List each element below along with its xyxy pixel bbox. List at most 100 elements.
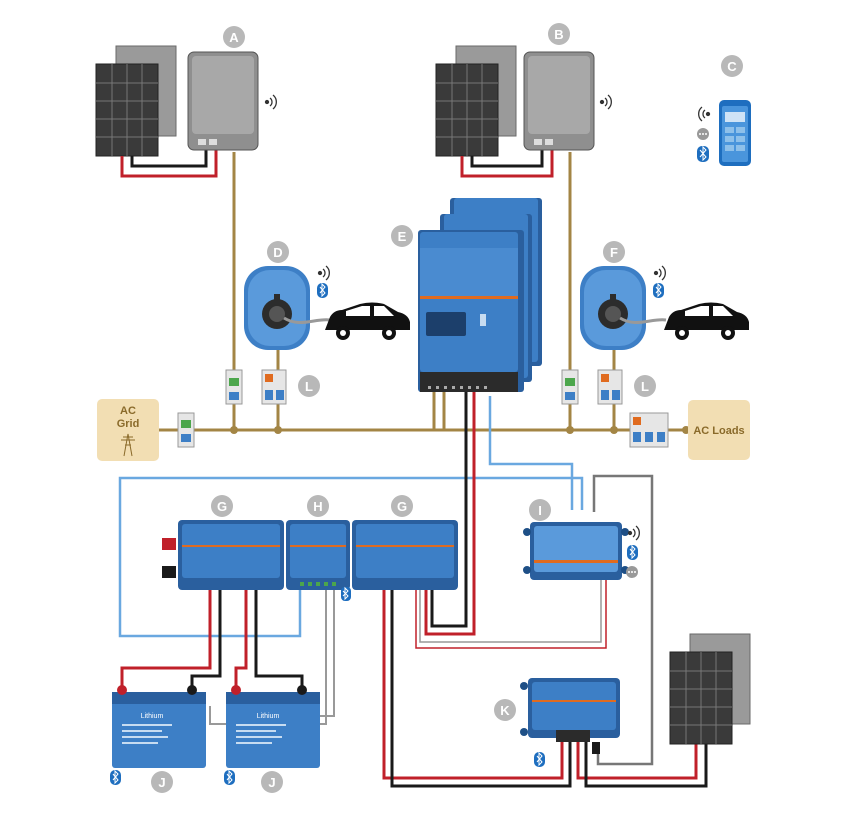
data-cable-grey [592, 474, 654, 766]
car-icon [325, 302, 410, 340]
dc-red-g1-bat [120, 590, 212, 690]
pv-inverter-icon [523, 51, 595, 151]
dc-black-g1-bat2 [254, 590, 304, 690]
ev-cable [619, 316, 667, 324]
pv-black-mppt [584, 742, 708, 788]
car-icon [664, 302, 749, 340]
svg-text:C: C [727, 59, 737, 74]
bluetooth-icon [224, 769, 235, 785]
ve-can-loop [118, 476, 584, 638]
mppt-charge-controller [520, 678, 620, 754]
bluetooth-icon [627, 544, 638, 560]
lynx-distributor-g1 [162, 520, 284, 590]
dc-black-main [430, 392, 468, 628]
marker-j2: J [261, 771, 283, 793]
svg-text:H: H [313, 499, 322, 514]
breaker-icon [561, 369, 579, 405]
dc-black-mppt [390, 590, 572, 788]
svg-text:D: D [273, 245, 282, 260]
marker-l1: L [298, 375, 320, 397]
svg-text:G: G [397, 499, 407, 514]
ev-cable [283, 316, 331, 324]
breaker-icon [261, 369, 287, 405]
ac-grid-label-line2: Grid [117, 418, 140, 430]
svg-text:J: J [268, 775, 275, 790]
pv-inverter-icon [187, 51, 259, 151]
ac-loads-box [688, 400, 750, 460]
wifi-icon [317, 265, 330, 281]
lte-icon [697, 128, 709, 140]
sense-cable-red [415, 580, 607, 649]
wifi-icon [627, 525, 640, 541]
ev-charger-icon [580, 266, 646, 350]
ev-charger-icon [244, 266, 310, 350]
svg-text:L: L [305, 379, 313, 394]
svg-text:K: K [500, 703, 510, 718]
marker-a: A [223, 26, 245, 48]
dc-red-g1-bat2 [234, 590, 248, 690]
lte-icon [626, 566, 638, 578]
pylon-icon [121, 433, 135, 457]
marker-j1: J [151, 771, 173, 793]
inverter-charger-stack [418, 198, 542, 392]
marker-g1: G [211, 495, 233, 517]
lynx-distributor-g2 [352, 520, 458, 590]
lynx-shunt-h [286, 520, 350, 590]
bluetooth-icon [341, 586, 351, 601]
svg-text:E: E [398, 229, 407, 244]
marker-h: H [307, 495, 329, 517]
breaker-icon [597, 369, 623, 405]
ve-can-cable [488, 396, 574, 510]
ac-grid-label-line1: AC [120, 405, 136, 417]
bluetooth-icon [534, 751, 545, 767]
ac-grid-box [97, 399, 159, 461]
lithium-battery-2 [226, 685, 320, 768]
wifi-icon [698, 106, 711, 122]
dc-red-mppt [382, 590, 564, 780]
solar-panel-icon [669, 633, 751, 745]
pv-red-mppt [576, 742, 698, 780]
svg-text:A: A [229, 30, 239, 45]
marker-k: K [494, 699, 516, 721]
svg-text:F: F [610, 245, 618, 260]
ac-loads-label: AC Loads [693, 425, 744, 437]
bluetooth-icon [317, 282, 328, 298]
breaker-icon [629, 412, 669, 448]
marker-c: C [721, 55, 743, 77]
battery-1-label: Lithium [141, 713, 164, 720]
pv-dc-red-b [460, 150, 554, 178]
smartphone-icon [719, 100, 751, 166]
marker-g2: G [391, 495, 413, 517]
solar-panel-icon [95, 45, 177, 157]
dc-red-main [424, 392, 476, 636]
svg-text:I: I [538, 503, 542, 518]
svg-text:J: J [158, 775, 165, 790]
bluetooth-icon [697, 145, 709, 162]
solar-panel-icon [435, 45, 517, 157]
battery-2-label: Lithium [257, 713, 280, 720]
bluetooth-icon [110, 769, 121, 785]
svg-text:L: L [641, 379, 649, 394]
marker-f: F [603, 241, 625, 263]
marker-i: I [529, 499, 551, 521]
marker-e: E [391, 225, 413, 247]
sense-cable-grey [419, 580, 602, 643]
breaker-icon [225, 369, 243, 405]
pv-dc-red-a [120, 150, 218, 178]
svg-text:G: G [217, 499, 227, 514]
pv-dc-black-b [470, 150, 544, 168]
lithium-battery-1 [112, 685, 206, 768]
dc-black-g1-bat [190, 590, 222, 690]
marker-d: D [267, 241, 289, 263]
wifi-icon [653, 265, 666, 281]
marker-l2: L [634, 375, 656, 397]
svg-text:B: B [554, 27, 563, 42]
bluetooth-icon [653, 282, 664, 298]
pv-dc-black-a [130, 150, 208, 168]
breaker-icon [177, 412, 195, 448]
marker-b: B [548, 23, 570, 45]
wifi-icon [264, 94, 277, 110]
gx-device [523, 522, 629, 580]
wifi-icon [599, 94, 612, 110]
